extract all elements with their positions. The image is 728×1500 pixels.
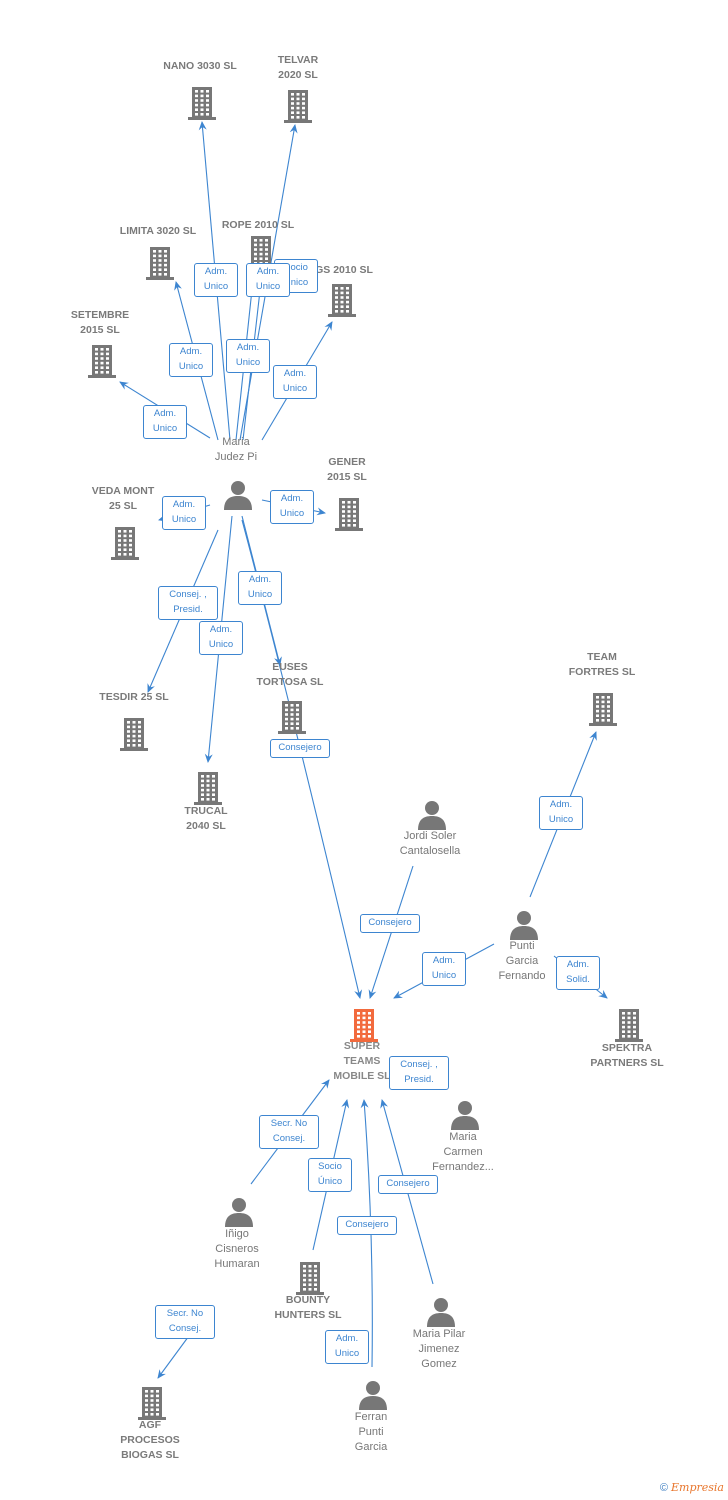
footer-credit: © Empresia: [660, 1481, 724, 1494]
edge-label[interactable]: Consejero: [336, 1215, 398, 1235]
company-label-limita[interactable]: LIMITA 3020 SL: [119, 225, 197, 237]
person-label-jordi[interactable]: Jordi Soler Cantalosella: [399, 830, 461, 857]
edge-label[interactable]: Consej. , Presid.: [388, 1056, 450, 1090]
edge-label[interactable]: Adm. Unico: [539, 796, 583, 830]
edge-label[interactable]: Adm. Unico: [238, 571, 282, 605]
building-icon[interactable]: [145, 245, 175, 286]
building-icon[interactable]: [349, 1007, 379, 1048]
company-label-tesdir[interactable]: TESDIR 25 SL: [99, 691, 169, 703]
company-label-team[interactable]: TEAM FORTRES SL: [568, 651, 636, 678]
person-icon[interactable]: [358, 1380, 388, 1415]
edge-label[interactable]: Consejero: [269, 738, 331, 758]
person-label-mpilar[interactable]: Maria Pilar Jimenez Gomez: [412, 1328, 466, 1370]
company-label-gs[interactable]: GS 2010 SL: [315, 264, 373, 276]
edge-label[interactable]: Adm. Unico: [143, 405, 187, 439]
edge-label[interactable]: Adm. Solid.: [556, 956, 600, 990]
person-icon[interactable]: [417, 800, 447, 835]
edge-label[interactable]: Adm. Unico: [169, 343, 213, 377]
edge-label[interactable]: Adm. Unico: [226, 339, 270, 373]
building-icon[interactable]: [119, 716, 149, 757]
edge-label[interactable]: Adm. Unico: [325, 1330, 369, 1364]
brand-name[interactable]: Empresia: [671, 1481, 724, 1494]
person-label-inigo[interactable]: Iñigo Cisneros Humaran: [214, 1228, 260, 1270]
building-icon[interactable]: [327, 282, 357, 323]
company-label-gener[interactable]: GENER 2015 SL: [327, 456, 367, 483]
building-icon[interactable]: [334, 496, 364, 537]
edge-label[interactable]: Consejero: [359, 913, 421, 933]
company-label-setembre[interactable]: SETEMBRE 2015 SL: [70, 309, 130, 336]
edge-label[interactable]: Adm. Unico: [246, 263, 290, 297]
edge-label[interactable]: Adm. Unico: [270, 490, 314, 524]
edge-label[interactable]: Adm. Unico: [199, 621, 243, 655]
edge-label[interactable]: Secr. No Consej.: [258, 1115, 320, 1149]
building-icon[interactable]: [283, 88, 313, 129]
person-label-mcarmen[interactable]: Maria Carmen Fernandez...: [432, 1131, 494, 1173]
person-icon[interactable]: [509, 910, 539, 945]
edge-label[interactable]: Adm. Unico: [422, 952, 466, 986]
person-label-punti[interactable]: Punti Garcia Fernando: [498, 940, 546, 982]
person-label-ferran[interactable]: Ferran Punti Garcia: [354, 1411, 388, 1453]
edge-label[interactable]: Consejero: [377, 1174, 439, 1194]
person-icon[interactable]: [450, 1100, 480, 1135]
building-icon[interactable]: [295, 1260, 325, 1301]
edge-label[interactable]: Adm. Unico: [194, 263, 238, 297]
edge-label[interactable]: Adm. Unico: [273, 365, 317, 399]
company-label-agf[interactable]: AGF PROCESOS BIOGAS SL: [120, 1419, 180, 1461]
building-icon[interactable]: [187, 85, 217, 126]
person-label-maria[interactable]: Maria Judez Pi: [214, 436, 258, 463]
building-icon[interactable]: [614, 1007, 644, 1048]
edge-label[interactable]: Adm. Unico: [162, 496, 206, 530]
building-icon[interactable]: [137, 1385, 167, 1426]
company-label-spektra[interactable]: SPEKTRA PARTNERS SL: [590, 1042, 664, 1069]
edge-label[interactable]: Consej. , Presid.: [157, 586, 219, 620]
building-icon[interactable]: [277, 699, 307, 740]
company-label-euses[interactable]: EUSES TORTOSA SL: [256, 661, 324, 688]
building-icon[interactable]: [110, 525, 140, 566]
company-label-veda[interactable]: VEDA MONT 25 SL: [91, 485, 155, 512]
person-icon[interactable]: [426, 1297, 456, 1332]
person-icon[interactable]: [224, 1197, 254, 1232]
copyright-symbol: ©: [659, 1482, 668, 1494]
edge-label[interactable]: Secr. No Consej.: [154, 1305, 216, 1339]
building-icon[interactable]: [193, 770, 223, 811]
company-label-telvar[interactable]: TELVAR 2020 SL: [277, 54, 319, 81]
edge-label[interactable]: Socio Único: [308, 1158, 352, 1192]
company-label-nano[interactable]: NANO 3030 SL: [163, 60, 237, 72]
company-label-trucal[interactable]: TRUCAL 2040 SL: [184, 805, 228, 832]
building-icon[interactable]: [588, 691, 618, 732]
building-icon[interactable]: [87, 343, 117, 384]
company-label-rope[interactable]: ROPE 2010 SL: [221, 219, 295, 231]
company-label-bounty[interactable]: BOUNTY HUNTERS SL: [274, 1294, 342, 1321]
company-label-super[interactable]: SUPER TEAMS MOBILE SL: [333, 1040, 391, 1082]
person-icon[interactable]: [223, 480, 253, 515]
